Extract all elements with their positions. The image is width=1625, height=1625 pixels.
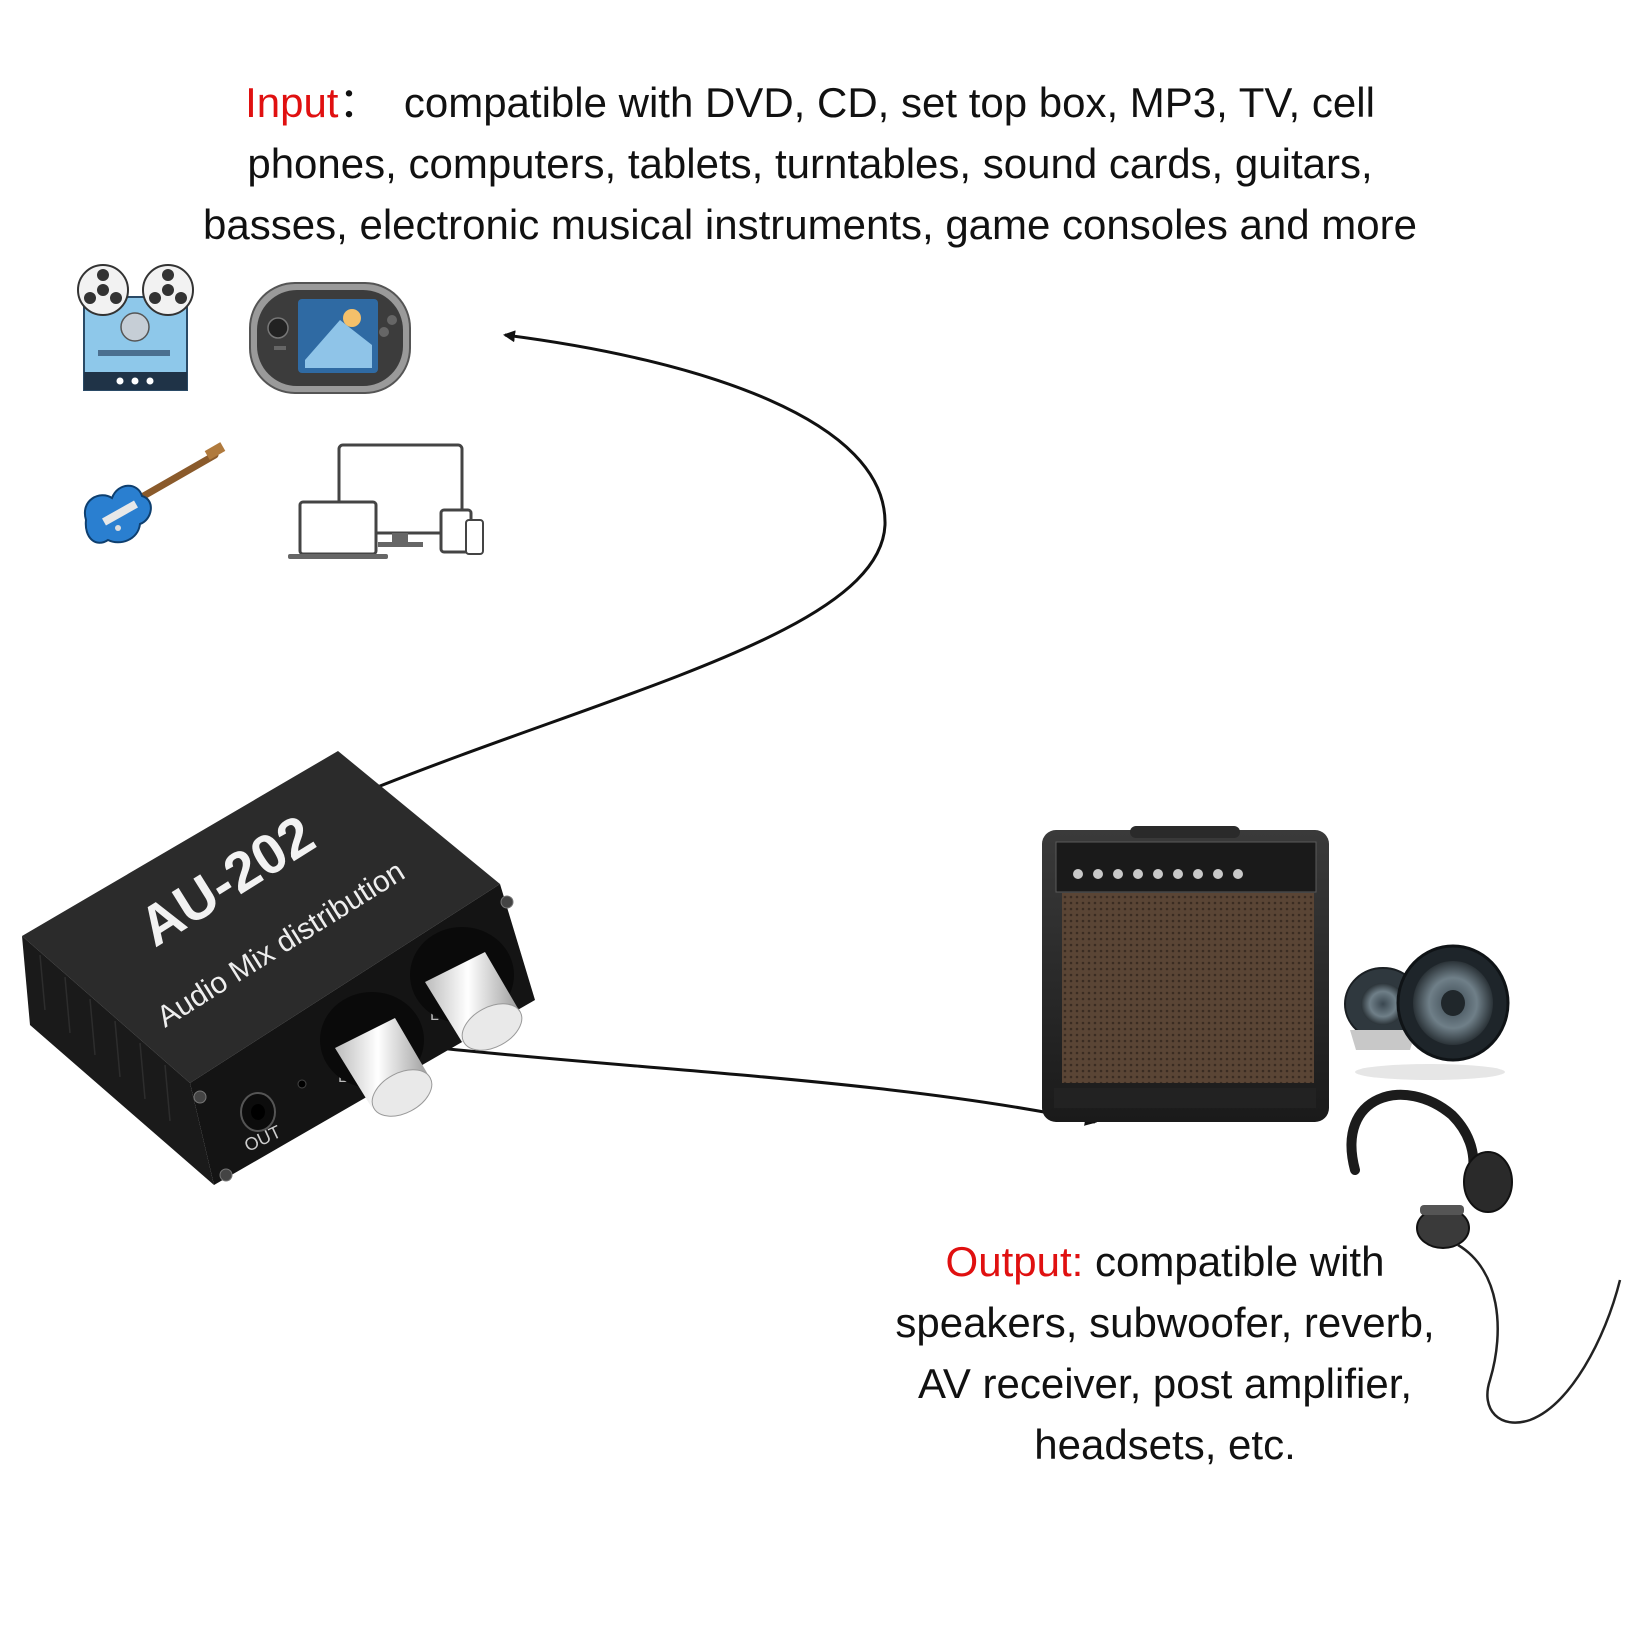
output-line-2: speakers, subwoofer, reverb, [895,1299,1435,1346]
input-label: Input [245,79,339,126]
input-separator: ： [338,79,381,126]
input-line-2: phones, computers, tablets, turntables, … [247,140,1373,187]
electric-guitar-icon [83,442,226,544]
guitar-amplifier-icon [1042,826,1329,1122]
speaker-drivers-icon [1344,944,1510,1080]
input-line-3: basses, electronic musical instruments, … [203,201,1417,248]
output-jack [240,1092,276,1132]
volume-knob-left [320,992,433,1117]
computer-devices-icon [288,443,484,559]
handheld-game-console-icon [249,282,411,394]
output-line-3: AV receiver, post amplifier, [917,1360,1413,1407]
arrow-to-outputs [429,1045,1097,1126]
headphones-icon [1346,1089,1622,1424]
input-description: Input： compatible with DVD, CD, set top … [100,72,1520,255]
output-text-line-1: compatible with [1094,1238,1385,1285]
output-line-1: Output: compatible with [855,1231,1475,1292]
volume-knob-right [410,927,523,1051]
output-label: Output: [945,1238,1084,1285]
au-202-device: AU-202 Audio Mix distribution OUT L L [22,751,535,1185]
output-line-4: headsets, etc. [1034,1421,1296,1468]
input-line-1: Input： compatible with DVD, CD, set top … [100,72,1520,133]
output-description: Output: compatible with speakers, subwoo… [855,1231,1475,1475]
arrow-to-inputs [369,330,887,792]
tape-recorder-icon [77,264,194,391]
input-text-line-1: compatible with DVD, CD, set top box, MP… [403,79,1375,126]
